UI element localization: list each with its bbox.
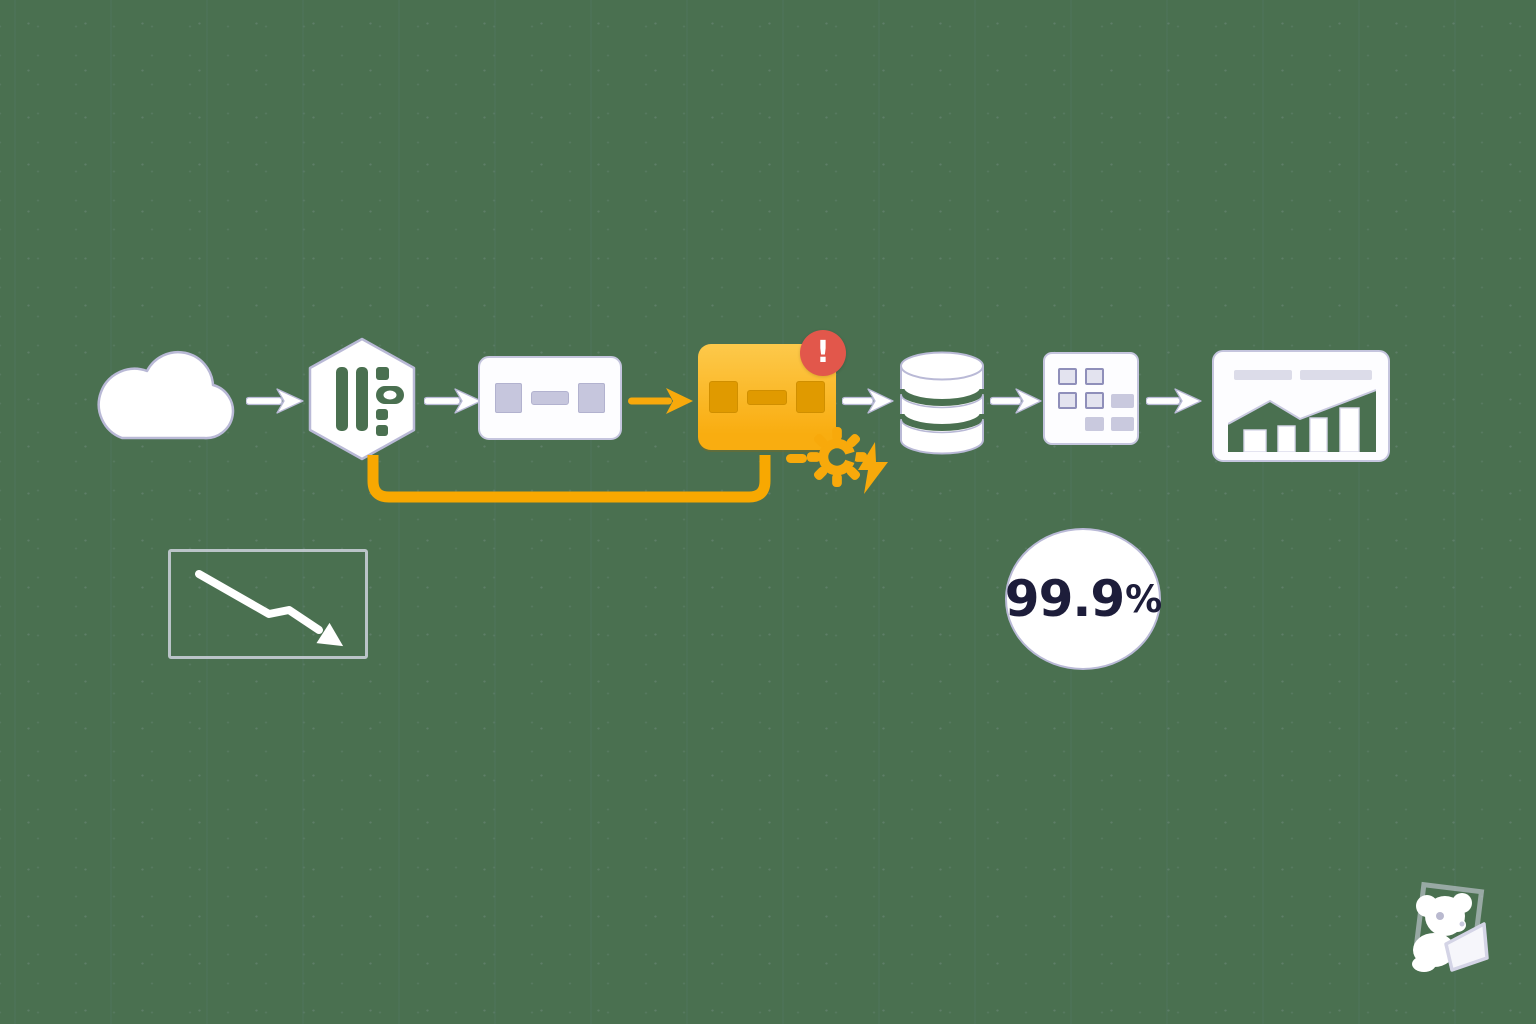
dog-mascot-icon (1400, 878, 1492, 976)
retry-loop-connector (358, 449, 778, 513)
flow-arrow (1145, 386, 1202, 416)
dashboard-card (1212, 350, 1390, 462)
dashboard-title-bar (1300, 370, 1372, 380)
node-connector-dash (747, 389, 787, 405)
gear-dash-icon (786, 454, 807, 463)
flow-arrow (989, 386, 1042, 416)
flow-arrow (841, 386, 894, 416)
grid-cell (1058, 392, 1077, 409)
uptime-unit: % (1125, 577, 1162, 621)
flow-arrow-alert (626, 385, 694, 417)
grid-cell-solid (1111, 394, 1134, 408)
dashboard-title-bar (1234, 370, 1292, 380)
node-square (578, 383, 605, 413)
dashboard-chart-icon (1228, 389, 1376, 452)
flow-arrow (423, 386, 482, 416)
flow-arrow (245, 386, 304, 416)
node-square (709, 381, 738, 413)
processor-hexagon-icon (306, 337, 418, 461)
node-square (796, 381, 825, 413)
pipeline-stage-box (478, 356, 622, 440)
alert-badge: ! (800, 330, 846, 376)
grid-cell (1085, 368, 1104, 385)
uptime-value: 99.9 (1004, 570, 1125, 628)
stage-node-pattern (495, 383, 605, 413)
grid-cell-solid (1085, 417, 1104, 431)
lightning-icon (858, 442, 888, 494)
grid-cell (1058, 368, 1077, 385)
table-grid-card (1043, 352, 1139, 445)
cloud-icon (85, 342, 239, 442)
grid-cell-solid (1111, 417, 1134, 431)
database-icon (897, 351, 987, 456)
node-connector-dash (531, 391, 569, 405)
alert-stage-box (698, 344, 836, 450)
exclamation-icon: ! (816, 335, 830, 370)
gear-icon (806, 426, 868, 488)
trend-down-arrow-icon (195, 570, 344, 647)
trend-down-card (168, 549, 368, 659)
grid-cell (1085, 392, 1104, 409)
uptime-badge: 99.9% (1004, 528, 1162, 670)
node-square (495, 383, 522, 413)
stage-node-pattern (709, 381, 825, 413)
